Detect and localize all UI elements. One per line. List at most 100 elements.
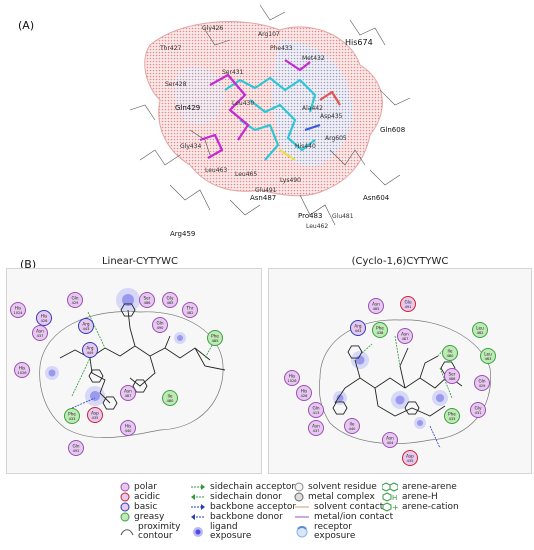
residue-number: 440: [349, 427, 357, 431]
residue-number: 485: [373, 307, 380, 311]
legend-arene-cation: + arene-cation: [382, 502, 459, 512]
cyclic-diagram-panel: [268, 268, 532, 474]
residue-number: 426: [41, 319, 49, 323]
residue-label: Leu430: [232, 100, 254, 107]
residue-name: Glu: [404, 300, 411, 305]
residue-number: 438: [377, 331, 385, 335]
residue-name: Ser: [144, 296, 151, 301]
hbond-arrow: [439, 367, 453, 399]
residue-label: Lys490: [280, 177, 301, 184]
residue-label: Gln429: [175, 104, 200, 112]
proximity-contour: [39, 311, 224, 439]
residue-name: Asn: [372, 302, 380, 307]
residue-name: Arg: [82, 322, 90, 327]
residue-name: Ser: [449, 372, 456, 377]
ligand-ring: [120, 303, 136, 317]
residue-number: 433: [449, 417, 456, 421]
residue-number: 1026: [17, 371, 27, 375]
residue-number: 1026: [287, 379, 297, 383]
residue-name: Arg: [86, 346, 94, 351]
residue-name: Phe: [376, 326, 384, 331]
residue-label: Glu481: [332, 213, 354, 220]
residue-number: 1024: [13, 311, 23, 315]
interaction-diagrams: His1024His426Gln429Asn437Arg443Ser486Gly…: [10, 288, 496, 466]
legend-arene-arene: arene-arene: [382, 482, 457, 492]
residue-name: Asn: [401, 332, 409, 337]
residue-number: 482: [187, 311, 194, 315]
residue-label: Leu465: [235, 171, 257, 178]
ligand-exposure-core: [395, 395, 405, 405]
residue-number: 487: [402, 337, 409, 341]
hbond-arrow: [361, 343, 373, 354]
residue-label: Ala442: [302, 105, 323, 112]
hbond-arrow: [429, 425, 441, 449]
residue-label: Asn487: [250, 194, 276, 202]
ligand-exposure-core: [355, 355, 365, 365]
residue-node: Leu462: [472, 322, 488, 338]
legend-solvent-contact: solvent contact: [295, 502, 384, 512]
ligand-ring: [347, 345, 363, 359]
residue-label: Leu463: [205, 167, 227, 174]
linear-title: Linear-CYTYWC: [101, 256, 179, 267]
residue-number: 463: [485, 357, 492, 361]
legend-metal-complex: metal complex: [294, 492, 375, 502]
residue-name: Ile: [350, 422, 355, 427]
residue-number: 435: [92, 416, 99, 420]
residue-node: Gln429: [67, 292, 83, 308]
residue-node: Asn487: [397, 328, 413, 344]
cyclic-title: (Cyclo-1,6)CYTYWC: [351, 256, 449, 267]
residue-node: His440: [120, 420, 136, 436]
residue-label: Arg107: [258, 31, 280, 38]
residue-label: Arg459: [170, 230, 195, 238]
residue-name: His: [289, 374, 296, 379]
legend: polar acidic basic greasy proximity cont…: [112, 478, 532, 548]
residue-node: Asn487: [120, 385, 136, 401]
residue-label: Ser431: [222, 69, 244, 76]
legend-basic: basic: [120, 502, 157, 512]
residue-name: His: [15, 306, 22, 311]
ligand-exposure-core: [417, 420, 423, 426]
residue-number: 449: [87, 351, 95, 355]
legend-receptor-exposure: receptor exposure: [294, 523, 355, 541]
legend-backbone-donor: backbone donor: [190, 512, 283, 522]
residue-label: Gly434: [180, 143, 202, 150]
residue-name: Thr: [186, 306, 194, 311]
residue-name: Asp: [91, 411, 99, 416]
ligand-exposure-core: [122, 294, 134, 306]
residue-number: 462: [477, 331, 484, 335]
residue-name: Phe: [448, 412, 456, 417]
residue-node: Leu463: [480, 348, 496, 364]
residue-label: Phe433: [270, 45, 293, 52]
residue-label: His440: [295, 143, 316, 150]
residue-name: His: [41, 314, 48, 319]
residue-number: 491: [405, 305, 412, 309]
panel-a-docking-image: Gly426 Arg107 Phe433 Thr427 Met432 His67…: [129, 4, 411, 238]
residue-name: Gln: [71, 296, 78, 301]
residue-label: Pro483: [298, 212, 322, 220]
residue-label: His674: [345, 38, 373, 47]
ligand-ring: [102, 396, 118, 410]
hbond-arrow: [71, 357, 91, 397]
residue-number: 426: [301, 394, 309, 398]
residue-name: Ile: [448, 349, 453, 354]
residue-name: Leu: [484, 352, 492, 357]
residue-number: 492: [73, 449, 80, 453]
legend-polar: polar: [120, 482, 157, 492]
residue-name: Phe: [68, 412, 76, 417]
residue-number: 480: [167, 399, 175, 403]
residue-number: 431: [475, 411, 482, 415]
residue-number: 435: [407, 459, 414, 463]
ligand-ring: [88, 369, 104, 383]
